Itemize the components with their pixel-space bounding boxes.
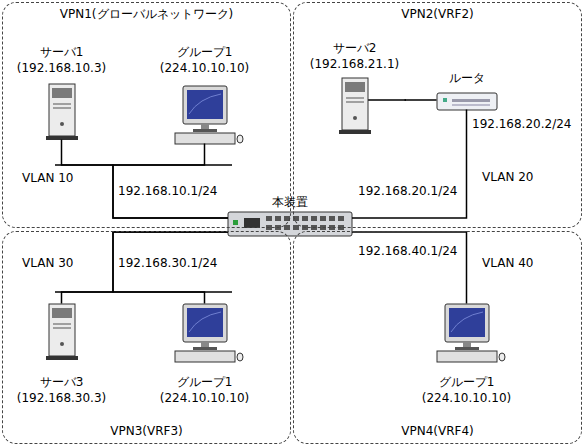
server-node: サーバ1(192.168.10.3) xyxy=(12,44,112,140)
ip-label: 192.168.20.1/24 xyxy=(358,184,457,199)
vlan-label: VLAN 40 xyxy=(482,256,533,271)
vlan-label: VLAN 10 xyxy=(22,171,73,186)
vlan-label: VLAN 30 xyxy=(22,256,73,271)
network-link xyxy=(405,99,437,101)
ip-label: 192.168.20.2/24 xyxy=(472,117,571,132)
vpn-region: VPN4(VRF4)グループ1(224.10.10.10) xyxy=(293,231,582,444)
ip-label: 192.168.40.1/24 xyxy=(358,244,457,259)
pc-node: グループ1(224.10.10.10) xyxy=(155,304,255,406)
pc-icon xyxy=(437,304,505,362)
device-label: グループ1 xyxy=(135,374,275,390)
device-label: (224.10.10.10) xyxy=(135,390,275,406)
device-label: サーバ1 xyxy=(0,44,132,60)
network-link xyxy=(113,232,228,304)
region-title: VPN2(VRF2) xyxy=(274,6,584,22)
device-label: サーバ3 xyxy=(0,374,132,390)
device-label: (192.168.21.1) xyxy=(285,56,425,72)
pc-icon xyxy=(175,304,243,362)
server-icon xyxy=(46,304,78,360)
region-title: VPN3(VRF3) xyxy=(0,423,310,439)
server-icon xyxy=(46,84,78,140)
network-link xyxy=(113,144,228,219)
pc-node: グループ1(224.10.10.10) xyxy=(155,44,255,144)
vlan-label: VLAN 20 xyxy=(482,170,533,185)
region-title: VPN1(グローバルネットワーク) xyxy=(0,6,310,22)
device-label: 本装置 xyxy=(208,194,372,210)
switch-node: 本装置 xyxy=(228,194,352,238)
device-label: (224.10.10.10) xyxy=(397,390,537,406)
network-link xyxy=(62,140,229,219)
network-link xyxy=(352,110,467,219)
wire-stub xyxy=(368,99,406,101)
server-node: サーバ2(192.168.21.1) xyxy=(305,40,405,136)
router-node: ルータ xyxy=(437,70,497,110)
device-label: (192.168.30.3) xyxy=(0,390,132,406)
device-label: ルータ xyxy=(417,70,517,86)
ip-label: 192.168.30.1/24 xyxy=(118,256,217,271)
network-link xyxy=(352,232,467,304)
device-label: グループ1 xyxy=(135,44,275,60)
device-label: (224.10.10.10) xyxy=(135,60,275,76)
pc-icon xyxy=(175,86,243,144)
router-icon xyxy=(437,93,497,110)
device-label: (192.168.10.3) xyxy=(0,60,132,76)
device-label: グループ1 xyxy=(397,374,537,390)
device-label: サーバ2 xyxy=(285,40,425,56)
server-node: サーバ3(192.168.30.3) xyxy=(12,304,112,406)
switch-icon xyxy=(228,212,352,236)
region-title: VPN4(VRF4) xyxy=(274,423,584,439)
network-link xyxy=(62,232,229,304)
ip-label: 192.168.10.1/24 xyxy=(118,184,217,199)
server-icon xyxy=(339,78,371,134)
pc-node: グループ1(224.10.10.10) xyxy=(417,304,517,406)
